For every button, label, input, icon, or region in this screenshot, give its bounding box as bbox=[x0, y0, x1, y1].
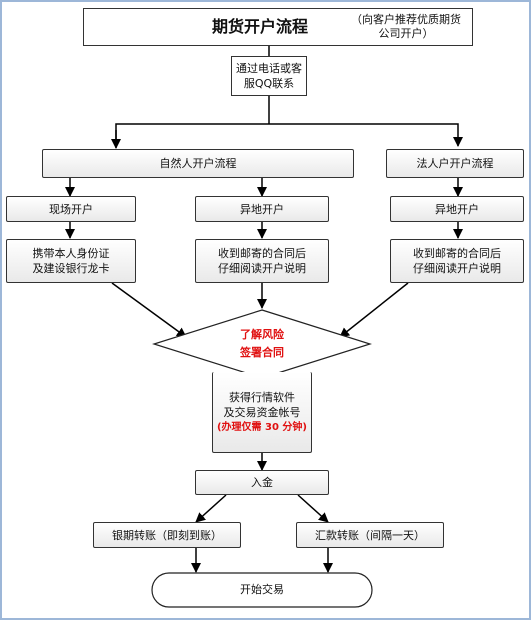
remote-legal-box: 异地开户 bbox=[390, 196, 524, 222]
remittance-label: 汇款转账（间隔一天） bbox=[315, 528, 425, 542]
remote-legal-detail-line1: 收到邮寄的合同后 bbox=[413, 247, 501, 260]
onsite-label: 现场开户 bbox=[49, 202, 93, 216]
remittance-transfer-box: 汇款转账（间隔一天） bbox=[296, 522, 444, 548]
title-box: 期货开户流程 （向客户推荐优质期货公司开户） bbox=[83, 8, 473, 46]
remote-legal-label: 异地开户 bbox=[435, 202, 479, 216]
contact-label: 通过电话或客服QQ联系 bbox=[236, 62, 302, 90]
natural-person-label: 自然人开户流程 bbox=[159, 157, 237, 170]
account-box: 获得行情软件 及交易资金帐号 (办理仅需 30 分钟) bbox=[212, 372, 312, 453]
remote-natural-box: 异地开户 bbox=[195, 196, 329, 222]
arrow-to-bank-futures bbox=[195, 494, 227, 523]
remote-legal-detail-box: 收到邮寄的合同后 仔细阅读开户说明 bbox=[390, 239, 524, 283]
start-trading-terminal bbox=[151, 572, 373, 608]
legal-person-branch: 法人户开户流程 bbox=[386, 149, 524, 178]
bank-futures-transfer-box: 银期转账（即刻到账） bbox=[93, 522, 241, 548]
connector-split-bus bbox=[115, 123, 463, 147]
onsite-account-box: 现场开户 bbox=[6, 196, 136, 222]
contact-box: 通过电话或客服QQ联系 bbox=[231, 56, 307, 96]
remote-natural-label: 异地开户 bbox=[240, 202, 284, 216]
start-trading-label: 开始交易 bbox=[240, 583, 284, 596]
arrow-to-remittance bbox=[297, 494, 329, 523]
deposit-box: 入金 bbox=[195, 470, 329, 495]
natural-person-branch: 自然人开户流程 bbox=[42, 149, 354, 178]
remote-legal-detail-line2: 仔细阅读开户说明 bbox=[413, 262, 501, 275]
legal-person-label: 法人户开户流程 bbox=[416, 157, 494, 170]
account-line2: 及交易资金帐号 bbox=[223, 405, 301, 419]
decision-line1: 了解风险 bbox=[240, 328, 284, 341]
remote-natural-detail-line2: 仔细阅读开户说明 bbox=[218, 262, 306, 275]
arrow-onsite-to-decision bbox=[111, 282, 187, 338]
account-line1: 获得行情软件 bbox=[229, 390, 295, 404]
arrow-remote-legal-to-decision bbox=[339, 282, 409, 338]
title-note: （向客户推荐优质期货公司开户） bbox=[351, 13, 461, 40]
remote-natural-detail-line1: 收到邮寄的合同后 bbox=[218, 247, 306, 260]
onsite-detail-box: 携带本人身份证 及建设银行龙卡 bbox=[6, 239, 136, 283]
decision-diamond bbox=[152, 309, 372, 379]
onsite-detail-line1: 携带本人身份证 bbox=[32, 247, 110, 260]
deposit-label: 入金 bbox=[251, 476, 273, 489]
bank-futures-label: 银期转账（即刻到账） bbox=[112, 528, 222, 542]
account-note: (办理仅需 30 分钟) bbox=[216, 421, 308, 433]
remote-natural-detail-box: 收到邮寄的合同后 仔细阅读开户说明 bbox=[195, 239, 329, 283]
onsite-detail-line2: 及建设银行龙卡 bbox=[32, 262, 110, 275]
decision-line2: 签署合同 bbox=[240, 346, 284, 359]
page-title: 期货开户流程 bbox=[212, 17, 309, 36]
